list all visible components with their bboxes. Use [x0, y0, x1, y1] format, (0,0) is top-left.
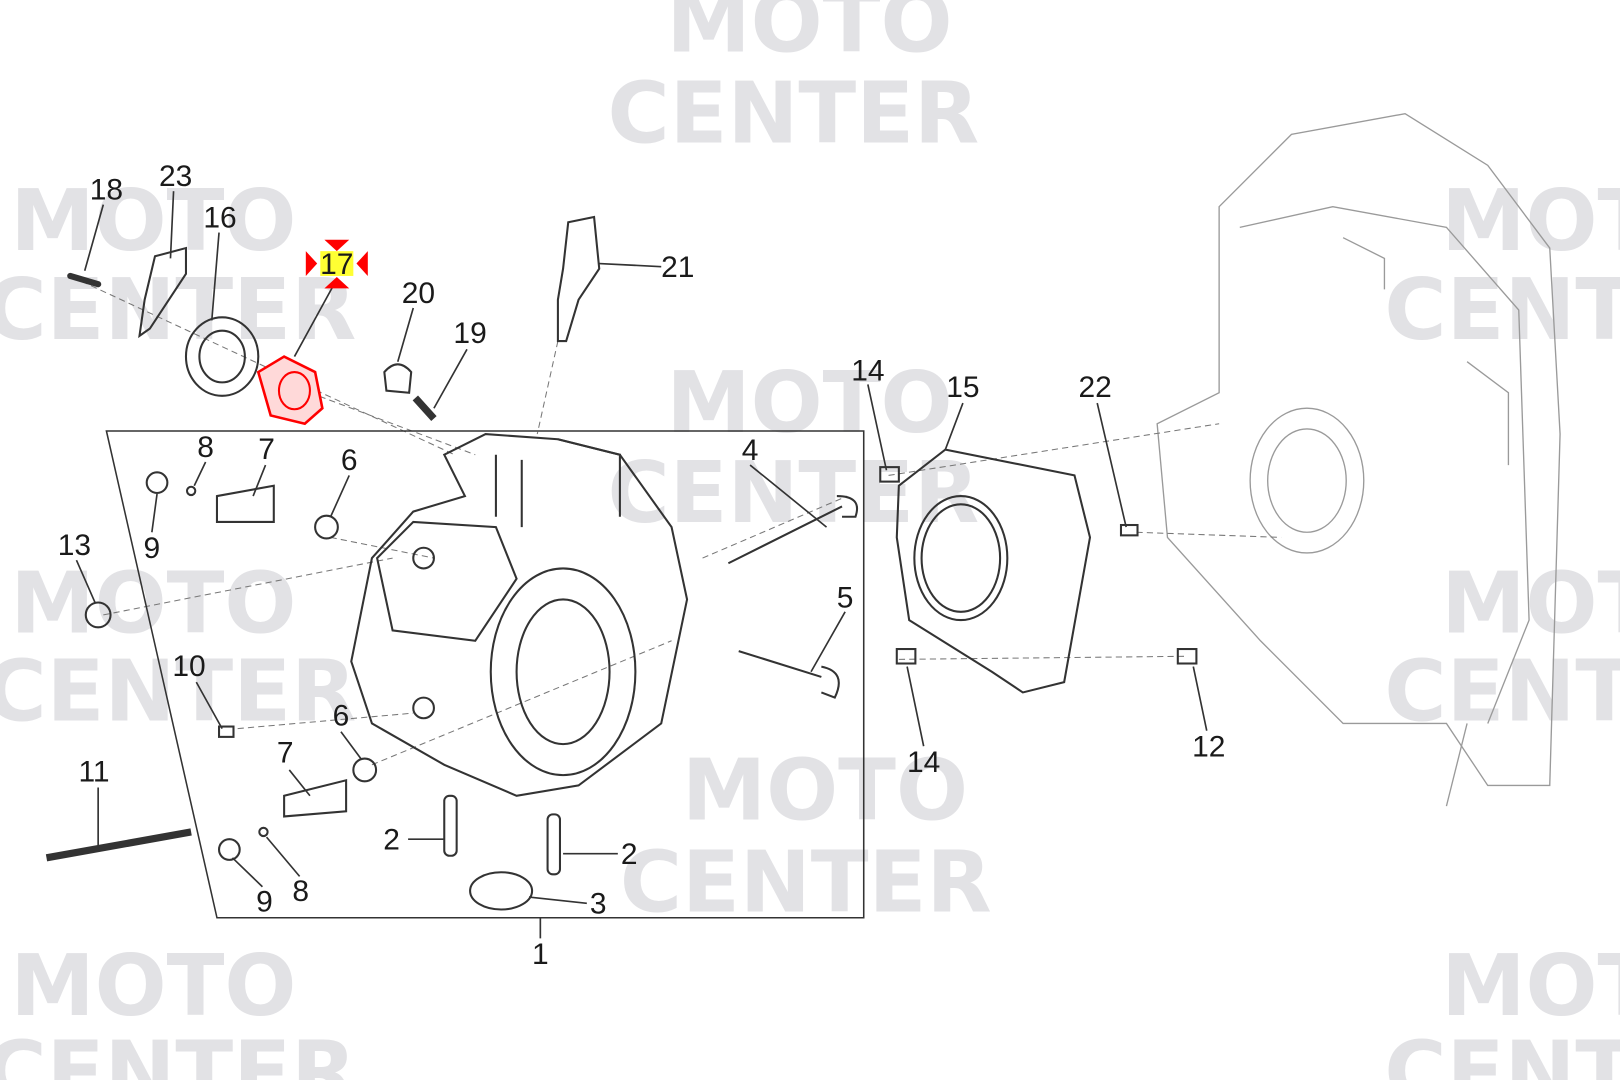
part-label[interactable]: 20: [402, 277, 435, 310]
watermark-moto: MOTO: [1441, 936, 1620, 1035]
dowel-14: [879, 466, 900, 483]
part-label[interactable]: 22: [1078, 371, 1111, 404]
cap-20: [383, 363, 413, 394]
watermark-center: CENTER: [1384, 641, 1620, 740]
part-label[interactable]: 12: [1192, 731, 1225, 764]
retainer-9: [145, 471, 169, 495]
assembly-frame: [105, 430, 865, 919]
watermark-center: CENTER: [0, 260, 356, 359]
part-label[interactable]: 6: [341, 444, 358, 477]
arrow-down-icon: [324, 239, 350, 252]
nut-13: [84, 601, 112, 629]
part-label[interactable]: 15: [946, 371, 979, 404]
guide-2: [443, 794, 458, 857]
part-label[interactable]: 16: [203, 201, 236, 234]
bolt-11: [45, 828, 192, 862]
watermark-center: CENTER: [0, 1023, 356, 1080]
pin-22: [1119, 523, 1139, 537]
o-ring-3: [469, 871, 534, 911]
watermark-moto: MOTO: [10, 171, 296, 270]
watermark-center: CENTER: [620, 833, 992, 932]
highlight-label-bg: [320, 251, 354, 276]
part-label[interactable]: 3: [590, 888, 607, 921]
cylinder-head: [350, 433, 689, 797]
watermark-moto: MOTO: [666, 353, 952, 452]
bolt-18: [67, 272, 102, 288]
part-label[interactable]: 19: [453, 317, 486, 350]
cotter-8: [185, 485, 197, 497]
part-labels: 18 23 16 17 20 19 21 14 15 22 8 7 6 4 9 …: [58, 160, 1226, 971]
part-label[interactable]: 9: [144, 532, 161, 565]
spring-7: [283, 778, 348, 818]
part-label[interactable]: 4: [742, 434, 759, 467]
pin-10: [217, 725, 235, 738]
part-label[interactable]: 14: [851, 354, 884, 387]
part-label[interactable]: 8: [197, 431, 214, 464]
part-label[interactable]: 6: [333, 700, 350, 733]
watermark-center: CENTER: [1384, 260, 1620, 359]
bleed-screw-19: [412, 395, 437, 421]
arrow-right-icon: [305, 251, 318, 276]
watermark-moto: MOTO: [1441, 171, 1620, 270]
leader-lines: [75, 191, 1208, 939]
part-label-highlighted[interactable]: 17: [320, 248, 353, 281]
dowel-12: [1176, 648, 1198, 665]
part-label[interactable]: 2: [621, 838, 638, 871]
guide-2: [546, 813, 562, 876]
watermark-center: CENTER: [608, 443, 980, 542]
retainer-9: [217, 838, 241, 861]
part-label[interactable]: 13: [58, 529, 91, 562]
seal-6: [314, 514, 339, 540]
watermark-moto: MOTO: [10, 936, 296, 1035]
watermark-moto: MOTO: [682, 741, 968, 840]
part-label[interactable]: 9: [256, 886, 273, 919]
part-label[interactable]: 5: [837, 582, 854, 615]
part-label[interactable]: 11: [78, 755, 109, 788]
part-label[interactable]: 2: [383, 824, 400, 857]
intake-valve-4: [727, 495, 859, 565]
cotter-8: [258, 826, 269, 838]
part-label[interactable]: 7: [258, 433, 275, 466]
dowel-14: [895, 648, 917, 665]
bracket-23: [138, 246, 188, 339]
arrow-up-icon: [324, 276, 350, 289]
small-parts: [45, 215, 1198, 911]
thermostat-cover-16: [184, 316, 260, 397]
thermostat-17-highlighted: [256, 355, 324, 426]
part-label[interactable]: 23: [159, 160, 192, 193]
watermark-moto: MOTO: [666, 0, 952, 72]
part-label[interactable]: 18: [90, 173, 123, 206]
part-label[interactable]: 1: [532, 938, 549, 971]
part-label[interactable]: 7: [277, 737, 294, 770]
engine-crankcase-outline: [1156, 112, 1561, 807]
part-label[interactable]: 14: [907, 746, 940, 779]
spring-7: [215, 484, 275, 523]
head-gasket: [895, 448, 1092, 694]
exhaust-valve-5: [738, 650, 840, 699]
seal-6: [352, 757, 378, 783]
assembly-lines: [72, 276, 1282, 766]
part-label[interactable]: 21: [661, 251, 694, 284]
watermark-center: CENTER: [1384, 1023, 1620, 1080]
arrow-left-icon: [356, 251, 368, 276]
watermark-center: CENTER: [608, 64, 980, 163]
part-label[interactable]: 10: [172, 650, 205, 683]
part-label[interactable]: 8: [292, 875, 309, 908]
highlight-marker-17[interactable]: [305, 239, 368, 289]
temperature-sensor-21: [556, 215, 601, 343]
watermark-center: CENTER: [0, 641, 356, 740]
watermark-moto: MOTO: [1441, 553, 1620, 652]
